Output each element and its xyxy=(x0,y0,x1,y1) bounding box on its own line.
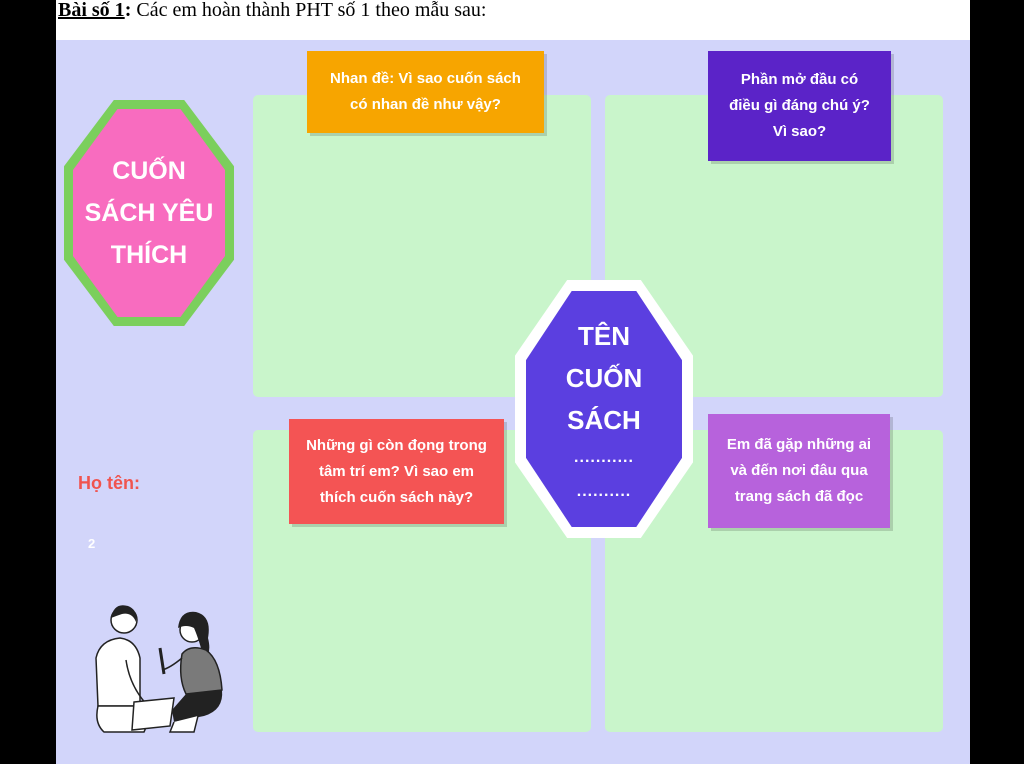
book-title-dots-1: ........... xyxy=(574,449,634,466)
favorite-book-text: CUỐN SÁCH YÊU THÍCH xyxy=(84,157,214,269)
worksheet-canvas: CUỐN SÁCH YÊU THÍCH TÊN CUỐN SÁCH ......… xyxy=(56,40,970,764)
document-page: Bài số 1: Các em hoàn thành PHT số 1 the… xyxy=(56,0,970,764)
exercise-heading: Bài số 1: Các em hoàn thành PHT số 1 the… xyxy=(58,0,487,21)
name-label: Họ tên: xyxy=(78,473,140,493)
exercise-instruction: Các em hoàn thành PHT số 1 theo mẫu sau: xyxy=(131,0,487,21)
note-opening-question: Phần mở đầu có điều gì đáng chú ý? Vì sa… xyxy=(708,51,891,161)
two-students-studying-illustration xyxy=(95,605,223,733)
page-number: 2 xyxy=(88,536,96,551)
note-encounter-question: Em đã gặp những ai và đến nơi đâu qua tr… xyxy=(708,414,890,528)
note-memory-question: Những gì còn đọng trong tâm trí em? Vì s… xyxy=(289,419,504,524)
note-title-question: Nhan đề: Vì sao cuốn sách có nhan đề như… xyxy=(307,51,544,133)
book-title-dots-2: .......... xyxy=(576,483,632,500)
book-title-badge: TÊN CUỐN SÁCH ........... .......... xyxy=(526,291,682,527)
favorite-book-badge: CUỐN SÁCH YÊU THÍCH xyxy=(73,109,225,317)
book-title-text: TÊN CUỐN SÁCH xyxy=(565,321,643,435)
exercise-label: Bài số 1 xyxy=(58,0,125,21)
